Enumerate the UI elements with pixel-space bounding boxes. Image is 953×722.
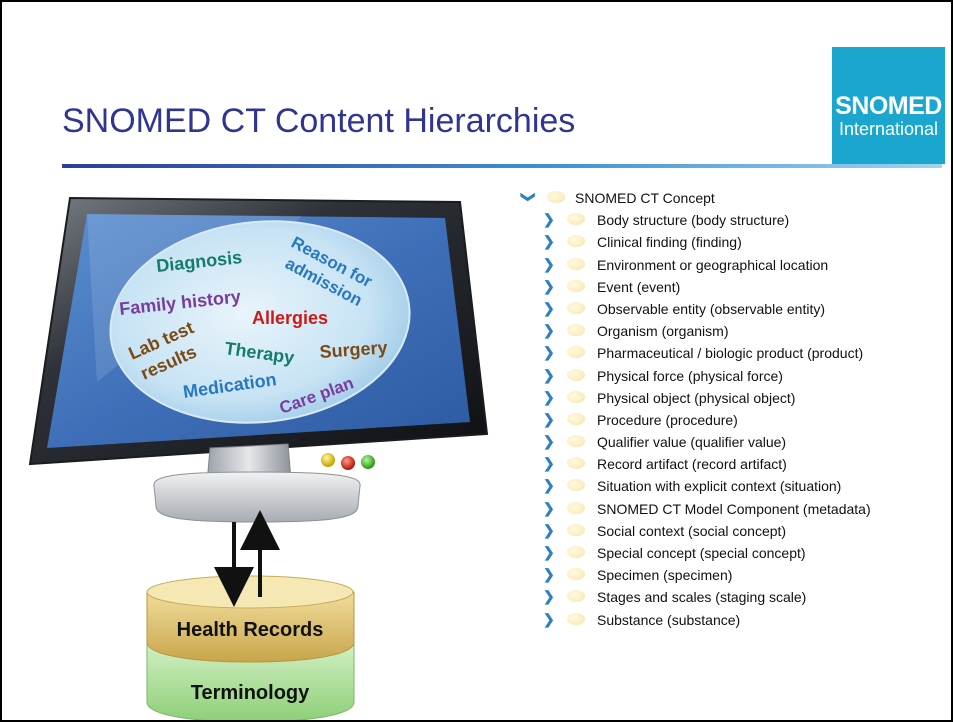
chevron-right-icon[interactable]: ❯ (543, 521, 555, 538)
tree-root-label: SNOMED CT Concept (575, 190, 715, 206)
chevron-right-icon[interactable]: ❯ (543, 410, 555, 427)
tree-item[interactable]: ❯ Specimen (specimen) (507, 565, 947, 587)
tree-item-label: Special concept (special concept) (597, 545, 806, 561)
tree-item-label: Record artifact (record artifact) (597, 456, 787, 473)
concept-node-icon (567, 368, 585, 381)
tree-item[interactable]: ❯ Clinical finding (finding) (507, 232, 947, 254)
tree-item[interactable]: ❯ Procedure (procedure) (507, 410, 947, 432)
tree-item-label: Clinical finding (finding) (597, 234, 742, 251)
tree-item[interactable]: ❯ Stages and scales (staging scale) (507, 587, 947, 609)
led-red-icon (341, 456, 355, 470)
word-surgery: Surgery (319, 337, 388, 362)
database-icon (146, 575, 355, 720)
tree-item[interactable]: ❯ SNOMED CT Model Component (metadata) (507, 499, 947, 521)
title-underline (62, 164, 942, 168)
concept-node-icon (567, 612, 585, 625)
chevron-right-icon[interactable]: ❯ (543, 610, 555, 627)
led-green-icon (361, 455, 375, 469)
db-health-records-label: Health Records (177, 619, 324, 641)
tree-item[interactable]: ❯ Body structure (body structure) (507, 210, 947, 232)
tree-item-label: Physical force (physical force) (597, 367, 783, 384)
tree-item-label: Body structure (body structure) (597, 212, 790, 229)
concept-node-icon (567, 568, 585, 581)
tree-item-label: Organism (organism) (597, 323, 729, 340)
tree-item-label: Qualifier value (qualifier value) (597, 434, 787, 451)
word-allergies: Allergies (252, 308, 328, 328)
chevron-right-icon[interactable]: ❯ (543, 322, 555, 339)
monitor-base (153, 471, 361, 523)
concept-node-icon (567, 279, 585, 292)
concept-node-icon (567, 590, 585, 603)
tree-root[interactable]: ❯ SNOMED CT Concept (507, 188, 947, 210)
tree-item-label: Substance (substance) (597, 611, 741, 628)
tree-children: ❯ Body structure (body structure) ❯ Clinica… (507, 210, 947, 632)
concept-node-icon (567, 324, 585, 337)
concept-node-icon (567, 301, 585, 314)
tree-item-label: Physical object (physical object) (597, 389, 796, 406)
tree-item[interactable]: ❯ Qualifier value (qualifier value) (507, 432, 947, 454)
concept-node-icon (567, 435, 585, 448)
page-title: SNOMED CT Content Hierarchies (62, 102, 576, 140)
screen-oval (109, 220, 411, 424)
chevron-right-icon[interactable]: ❯ (543, 299, 555, 316)
chevron-right-icon[interactable]: ❯ (543, 588, 555, 605)
concept-node-icon (567, 412, 585, 425)
chevron-right-icon[interactable]: ❯ (543, 499, 555, 516)
chevron-right-icon[interactable]: ❯ (543, 366, 555, 383)
tree-item[interactable]: ❯ Social context (social concept) (507, 521, 947, 543)
chevron-right-icon[interactable]: ❯ (543, 255, 555, 272)
tree-item-label: SNOMED CT Model Component (metadata) (597, 500, 871, 517)
concept-hierarchy-tree: ❯ SNOMED CT Concept ❯ Body structure (bod… (507, 188, 947, 632)
tree-item[interactable]: ❯ Situation with explicit context (situat… (507, 476, 947, 498)
tree-item[interactable]: ❯ Physical force (physical force) (507, 366, 947, 388)
tree-item[interactable]: ❯ Record artifact (record artifact) (507, 454, 947, 476)
chevron-right-icon[interactable]: ❯ (543, 477, 555, 494)
tree-item-label: Pharmaceutical / biologic product (produ… (597, 345, 864, 362)
concept-node-icon (567, 257, 585, 270)
concept-node-icon (547, 191, 565, 203)
tree-item[interactable]: ❯ Physical object (physical object) (507, 388, 947, 410)
chevron-right-icon[interactable]: ❯ (543, 544, 555, 560)
chevron-down-icon[interactable]: ❯ (520, 191, 537, 203)
concept-node-icon (567, 457, 585, 470)
monitor-illustration: Diagnosis Reason for admission Family hi… (28, 196, 489, 720)
chevron-right-icon[interactable]: ❯ (543, 566, 555, 583)
concept-node-icon (567, 235, 585, 248)
tree-item-label: Specimen (specimen) (597, 567, 733, 584)
chevron-right-icon[interactable]: ❯ (543, 233, 555, 250)
chevron-right-icon[interactable]: ❯ (543, 433, 555, 450)
concept-node-icon (567, 523, 585, 536)
tree-item-label: Environment or geographical location (597, 256, 829, 273)
tree-item-label: Situation with explicit context (situati… (597, 478, 842, 495)
concept-node-icon (567, 546, 585, 558)
logo-line-2: International (838, 119, 939, 139)
led-yellow-icon (321, 453, 335, 467)
chevron-right-icon[interactable]: ❯ (543, 344, 555, 361)
logo-line-1: SNOMED (835, 92, 942, 120)
concept-node-icon (567, 213, 585, 226)
chevron-right-icon[interactable]: ❯ (543, 455, 555, 472)
chevron-right-icon[interactable]: ❯ (543, 211, 555, 228)
snomed-logo: SNOMED International (832, 47, 945, 164)
tree-item-label: Event (event) (597, 278, 681, 295)
tree-item[interactable]: ❯ Organism (organism) (507, 321, 947, 343)
tree-item-label: Stages and scales (staging scale) (597, 589, 807, 606)
tree-item[interactable]: ❯ Special concept (special concept) (507, 543, 947, 565)
concept-node-icon (567, 346, 585, 359)
tree-item-label: Social context (social concept) (597, 522, 787, 539)
db-terminology-label: Terminology (191, 682, 310, 704)
concept-node-icon (567, 479, 585, 492)
tree-item[interactable]: ❯ Event (event) (507, 277, 947, 299)
tree-item[interactable]: ❯ Environment or geographical location (507, 255, 947, 277)
tree-item-label: Observable entity (observable entity) (597, 300, 825, 317)
chevron-right-icon[interactable]: ❯ (543, 388, 555, 405)
chevron-right-icon[interactable]: ❯ (543, 277, 555, 294)
tree-item[interactable]: ❯ Observable entity (observable entity) (507, 299, 947, 321)
tree-item[interactable]: ❯ Substance (substance) (507, 610, 947, 632)
tree-item[interactable]: ❯ Pharmaceutical / biologic product (prod… (507, 343, 947, 365)
concept-node-icon (567, 501, 585, 514)
concept-node-icon (567, 390, 585, 403)
tree-item-label: Procedure (procedure) (597, 411, 738, 428)
